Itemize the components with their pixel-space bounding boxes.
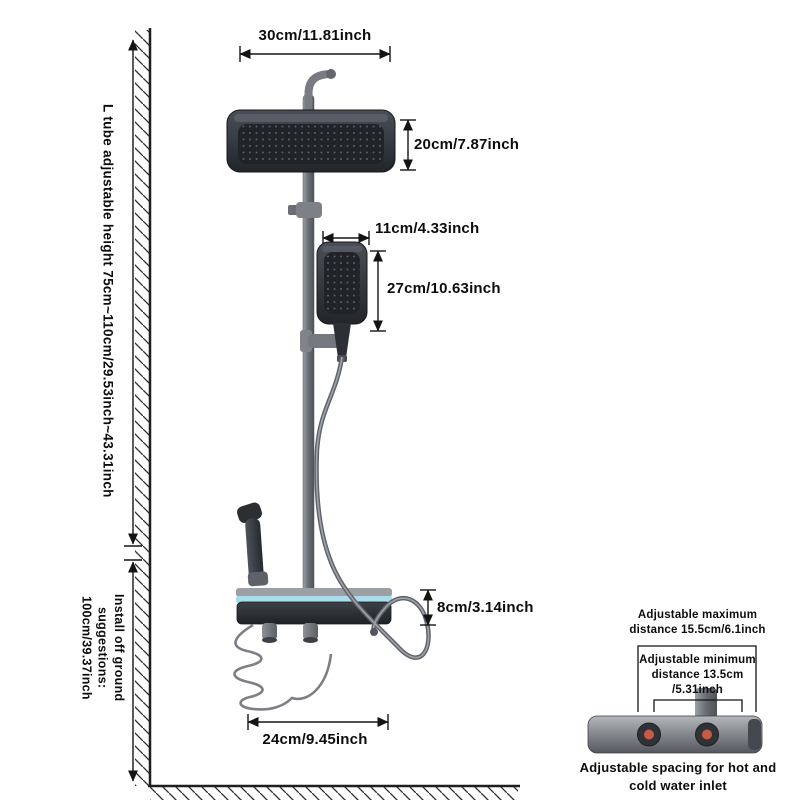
- dim-label-handheld-width: 11cm/4.33inch: [375, 220, 480, 237]
- shower-hose: [314, 356, 431, 660]
- head-height-dimension-line: [400, 119, 416, 171]
- handheld-width-dimension-line: [322, 231, 370, 245]
- max-distance-label: Adjustable maximum distance 15.5cm/6.1in…: [629, 609, 766, 637]
- rain-shower-head: [226, 69, 396, 173]
- inlet-caption: Adjustable spacing for hot and cold wate…: [579, 760, 777, 793]
- dim-label-shelf-height: 8cm/3.14inch: [437, 599, 534, 616]
- wall-line: [135, 28, 152, 786]
- hot-water-inlet: [637, 722, 661, 747]
- dim-label-bottom-width: 24cm/9.45inch: [262, 731, 368, 748]
- min-distance-bracket: [653, 699, 743, 712]
- tube-height-dimension-line: [124, 39, 142, 547]
- right-knob: [303, 623, 318, 640]
- floor-line: [148, 784, 520, 800]
- bottom-width-dimension-line: [247, 714, 389, 730]
- install-height-label: Install off ground suggestions: 100cm/39…: [79, 593, 126, 702]
- spring-hose: [233, 623, 333, 711]
- left-knob: [262, 623, 277, 640]
- dim-label-top-width: 30cm/11.81inch: [258, 27, 372, 44]
- cold-water-inlet: [695, 722, 719, 747]
- inlet-bracket-inset: [587, 645, 763, 754]
- pole-bracket: [288, 202, 322, 218]
- shelf-height-dimension-line: [420, 589, 436, 626]
- install-height-dimension-line: [124, 559, 142, 782]
- dim-label-handheld-height: 27cm/10.63inch: [387, 280, 501, 297]
- dim-label-head-height: 20cm/7.87inch: [414, 136, 520, 153]
- inlet-pipe: [695, 688, 717, 720]
- spray-gun: [237, 502, 269, 587]
- max-distance-bracket: [637, 645, 757, 712]
- top-width-dimension-line: [239, 46, 391, 62]
- handheld-height-dimension-line: [370, 250, 386, 332]
- hand-shower: [300, 241, 368, 362]
- tube-adjustable-height-label: L tube adjustable height 75cm~110cm/29.5…: [100, 104, 116, 498]
- min-distance-label: Adjustable minimum distance 13.5cm /5.31…: [639, 654, 756, 697]
